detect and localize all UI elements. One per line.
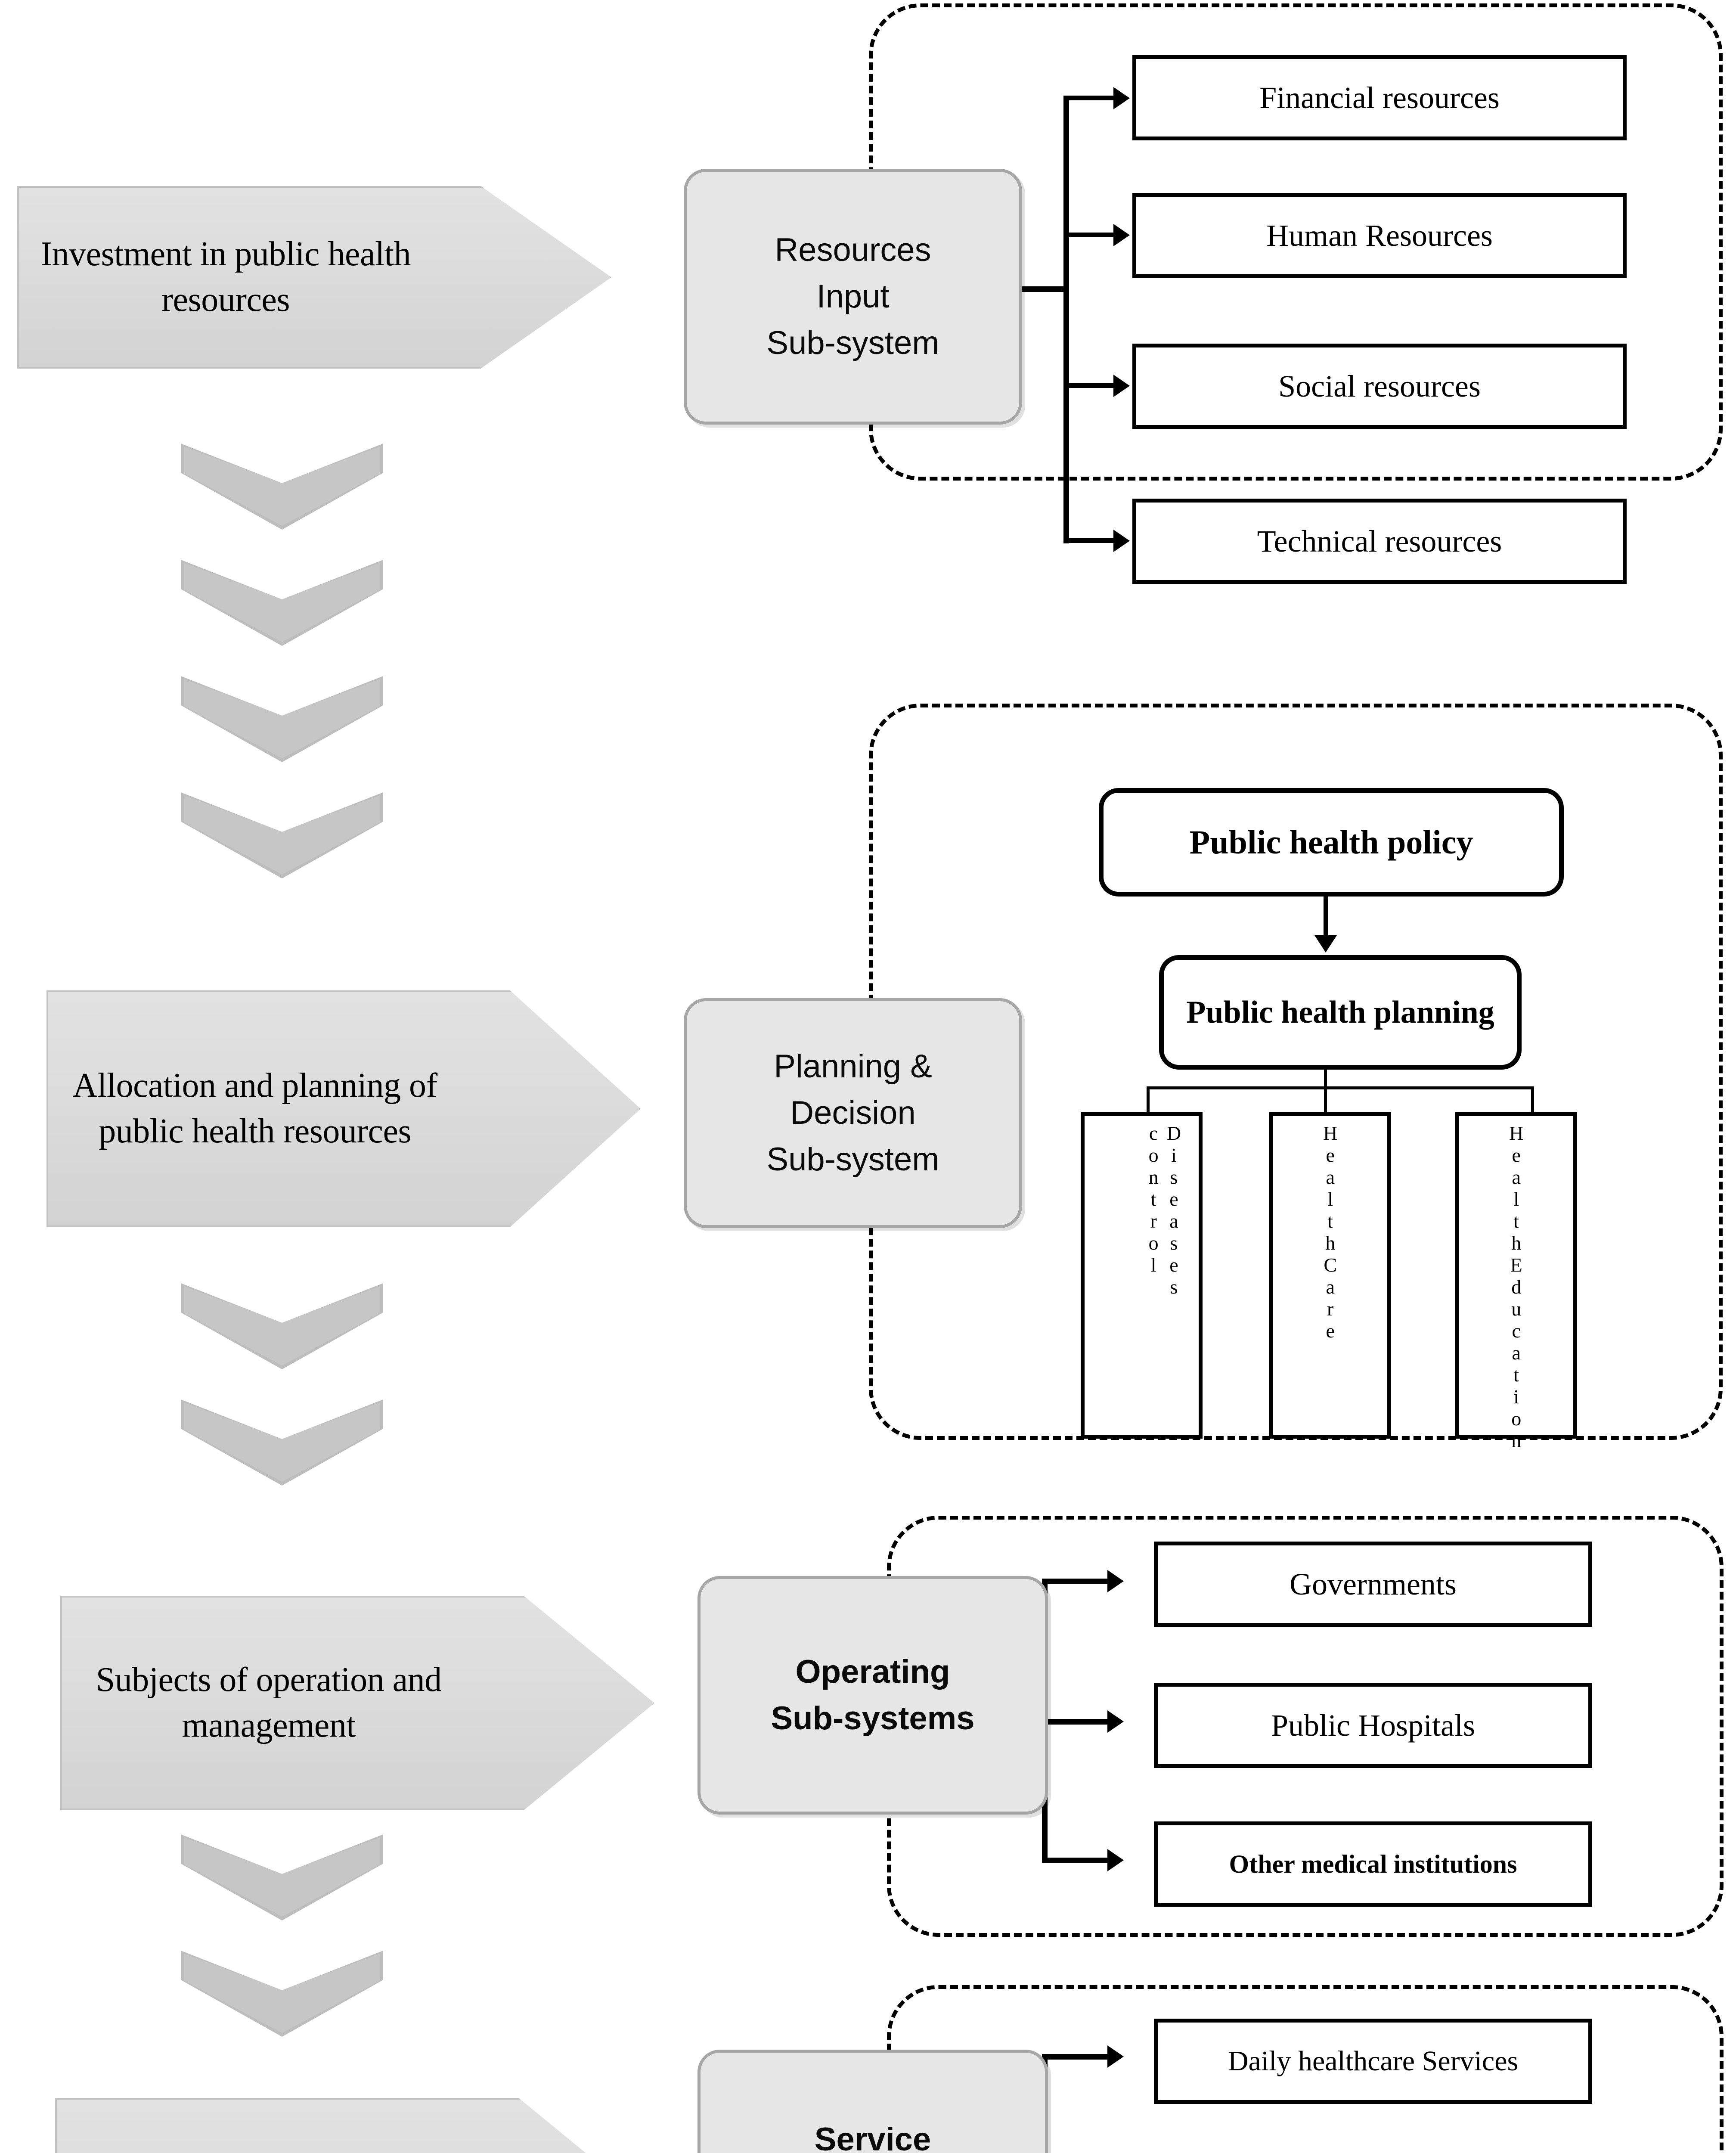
- resource-box-social[interactable]: Social resources: [1132, 344, 1627, 429]
- chevron-8: [181, 1951, 383, 2037]
- connector-operating-branch-1: [1042, 1579, 1109, 1584]
- connector-resources-trunk-h: [1013, 286, 1069, 292]
- branch-box-healtheducation-label: HealthEducation: [1505, 1122, 1528, 1452]
- planning-box-public-health-planning[interactable]: Public health planning: [1159, 955, 1522, 1070]
- connector-planning-drop-1: [1147, 1086, 1150, 1114]
- subsystem-planning-decision-label: Planning & Decision Sub-system: [766, 1048, 939, 1178]
- subsystem-operating-label: Operating Sub-systems: [771, 1654, 975, 1737]
- policy-box-public-health-policy[interactable]: Public health policy: [1099, 788, 1564, 897]
- pipeline-stage-investment-label: Investment in public health resources: [40, 235, 411, 319]
- arrowhead-operating-2: [1107, 1710, 1124, 1733]
- arrowhead-resources-2: [1113, 224, 1130, 246]
- planning-box-label: Public health planning: [1186, 994, 1494, 1030]
- connector-resources-branch-4: [1063, 538, 1115, 543]
- pipeline-stage-provision[interactable]: Provision of public health services: [55, 2098, 649, 2153]
- branch-box-healthcare-label: HealthCare: [1319, 1122, 1342, 1342]
- operating-box-public-hospitals[interactable]: Public Hospitals: [1154, 1683, 1592, 1768]
- chevron-1: [181, 444, 383, 530]
- subsystem-service-output[interactable]: Service Output Sub-system: [698, 2050, 1048, 2153]
- branch-box-diseases-control[interactable]: Diseases control: [1081, 1112, 1203, 1439]
- connector-operating-branch-3: [1042, 1858, 1109, 1863]
- pipeline-stage-allocation-label: Allocation and planning of public health…: [72, 1067, 437, 1150]
- branch-box-healtheducation[interactable]: HealthEducation: [1455, 1112, 1577, 1452]
- arrowhead-operating-3: [1107, 1849, 1124, 1871]
- subsystem-resources-input-label: Resources Input Sub-system: [766, 232, 939, 361]
- pipeline-stage-allocation[interactable]: Allocation and planning of public health…: [46, 990, 641, 1227]
- connector-service-branch-1: [1042, 2054, 1109, 2060]
- chevron-5: [181, 1283, 383, 1369]
- pipeline-stage-subjects-label: Subjects of operation and management: [96, 1661, 442, 1744]
- arrowhead-resources-4: [1113, 530, 1130, 552]
- branch-box-healthcare[interactable]: HealthCare: [1269, 1112, 1391, 1439]
- resource-box-financial[interactable]: Financial resources: [1132, 55, 1627, 140]
- chevron-3: [181, 676, 383, 762]
- connector-policy-to-planning: [1324, 886, 1328, 942]
- chevron-2: [181, 560, 383, 646]
- connector-resources-trunk-v: [1063, 96, 1069, 543]
- subsystem-operating[interactable]: Operating Sub-systems: [698, 1576, 1048, 1815]
- operating-box-other-medical-institutions[interactable]: Other medical institutions: [1154, 1821, 1592, 1907]
- pipeline-stage-investment[interactable]: Investment in public health resources: [17, 186, 611, 369]
- arrowhead-resources-1: [1113, 87, 1130, 109]
- connector-operating-branch-2: [1042, 1719, 1109, 1725]
- connector-planning-drop-3: [1531, 1086, 1534, 1114]
- chevron-7: [181, 1834, 383, 1920]
- resource-box-technical[interactable]: Technical resources: [1132, 499, 1627, 584]
- chevron-6: [181, 1399, 383, 1486]
- pipeline-stage-subjects[interactable]: Subjects of operation and management: [60, 1596, 654, 1810]
- operating-box-governments[interactable]: Governments: [1154, 1542, 1592, 1627]
- subsystem-resources-input[interactable]: Resources Input Sub-system: [684, 169, 1022, 425]
- chevron-4: [181, 792, 383, 878]
- subsystem-planning-decision[interactable]: Planning & Decision Sub-system: [684, 998, 1022, 1228]
- branch-box-diseases-control-label: Diseases control: [1142, 1122, 1185, 1298]
- arrowhead-resources-3: [1113, 375, 1130, 397]
- arrowhead-policy-to-planning: [1314, 935, 1337, 952]
- arrowhead-operating-1: [1107, 1570, 1124, 1592]
- connector-planning-bus: [1147, 1086, 1534, 1089]
- connector-resources-branch-3: [1063, 383, 1115, 388]
- connector-resources-branch-1: [1063, 96, 1115, 100]
- subsystem-service-output-label: Service Output Sub-system: [814, 2121, 931, 2153]
- connector-planning-drop-2: [1324, 1086, 1327, 1114]
- arrowhead-service-1: [1107, 2045, 1124, 2068]
- service-box-daily-healthcare[interactable]: Daily healthcare Services: [1154, 2019, 1592, 2104]
- connector-resources-branch-2: [1063, 233, 1115, 237]
- connector-planning-stem: [1324, 1060, 1327, 1089]
- resource-box-human[interactable]: Human Resources: [1132, 193, 1627, 278]
